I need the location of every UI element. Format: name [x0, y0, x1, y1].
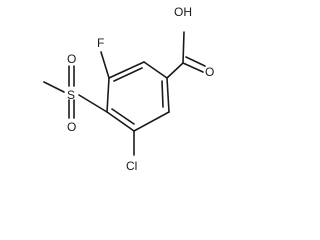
ring-bond-c1-c2 — [108, 61, 145, 79]
ring-double-bond-c3-c4 — [111, 108, 135, 125]
ring-bond-c6-c1 — [143, 61, 168, 79]
ring-bond-c4-c5 — [133, 111, 170, 132]
ring-bond-c2-c3 — [106, 77, 110, 113]
bond-c2-f — [100, 51, 110, 79]
hydroxyl-label: OH — [174, 5, 192, 19]
bond-carboxyl-double-o-2 — [185, 56, 206, 67]
sulfur-label: S — [67, 88, 75, 102]
ring-bond-c3-c4 — [106, 111, 135, 132]
structure-diagram: F OH O S O O Cl — [43, 5, 214, 173]
bond-carboxyl-oh — [182, 31, 185, 64]
ring-double-bond-c5-c6 — [161, 80, 164, 108]
ring-double-bond-c1-c2 — [113, 67, 143, 82]
bond-c6-carboxyl-carbon — [166, 62, 184, 79]
bond-carboxyl-double-o-1 — [182, 62, 204, 73]
ring-bond-c5-c6 — [166, 77, 170, 113]
sulfonyl-oxygen-top-label: O — [67, 52, 76, 66]
benzene-ring — [106, 61, 170, 132]
sulfonyl-oxygen-bottom-label: O — [67, 120, 76, 134]
bond-s-methyl — [43, 81, 65, 93]
fluorine-label: F — [97, 36, 104, 50]
bond-c3-s — [78, 94, 108, 113]
chlorine-label: Cl — [126, 159, 137, 173]
carbonyl-oxygen-label: O — [205, 65, 214, 79]
